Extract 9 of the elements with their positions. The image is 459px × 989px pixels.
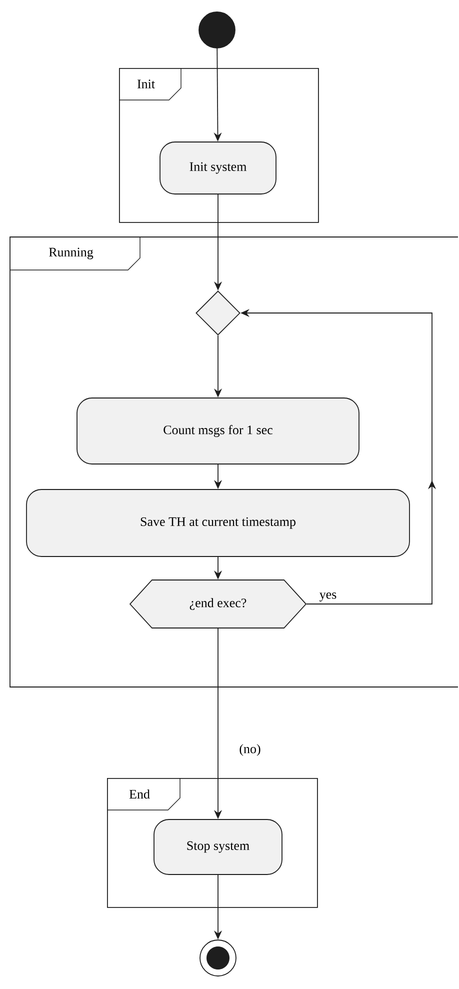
merge-diamond xyxy=(196,290,240,336)
activity-box: Stop system xyxy=(154,819,282,875)
edge-label: yes xyxy=(318,592,338,602)
edge-label: (no) xyxy=(238,743,262,757)
activity-box: Save TH at current timestamp xyxy=(26,489,410,557)
start-node xyxy=(198,12,236,48)
activity-box: Count msgs for 1 sec xyxy=(76,398,360,464)
end-node xyxy=(200,940,236,976)
activity-box: Init system xyxy=(160,142,276,194)
